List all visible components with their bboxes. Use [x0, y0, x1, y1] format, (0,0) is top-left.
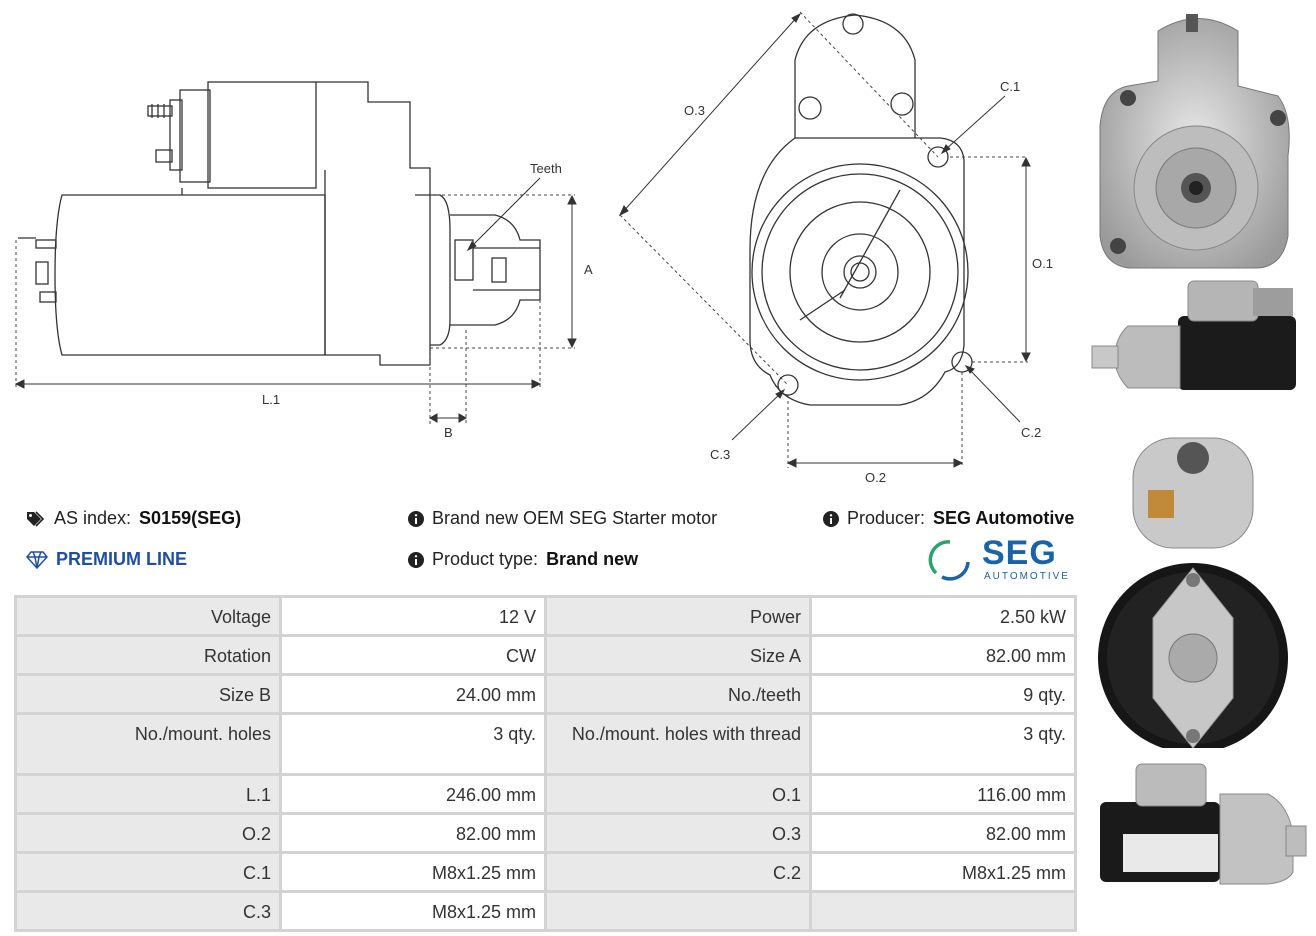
spec-key: Voltage [17, 598, 279, 634]
spec-value: M8x1.25 mm [282, 893, 544, 929]
seg-logo-name: SEG [982, 534, 1057, 572]
producer: Producer: SEG Automotive [823, 508, 1074, 529]
label-a: A [584, 262, 593, 277]
seg-logo: SEG AUTOMOTIVE [928, 534, 1070, 584]
product-photo-label [1100, 763, 1307, 885]
spec-key: C.2 [547, 854, 809, 890]
front-view-drawing: O.3 C.1 O.1 C.2 C.3 O.2 [618, 11, 1053, 485]
producer-value: SEG Automotive [933, 508, 1075, 528]
label-l1: L.1 [262, 392, 280, 407]
spec-key: O.2 [17, 815, 279, 851]
spec-key: No./mount. holes [17, 715, 279, 773]
product-type: Product type: Brand new [408, 549, 638, 570]
spec-value: M8x1.25 mm [282, 854, 544, 890]
description: Brand new OEM SEG Starter motor [408, 508, 717, 529]
spec-value: 116.00 mm [812, 776, 1074, 812]
spec-key: C.1 [17, 854, 279, 890]
spec-value: 3 qty. [282, 715, 544, 773]
spec-key: Rotation [17, 637, 279, 673]
label-o1: O.1 [1032, 256, 1053, 271]
spec-key: O.3 [547, 815, 809, 851]
spec-key: Power [547, 598, 809, 634]
as-index-value: S0159(SEG) [139, 508, 242, 528]
label-c3: C.3 [710, 447, 730, 462]
spec-value [812, 893, 1074, 929]
label-b: B [444, 425, 453, 440]
product-photo-rear [1098, 437, 1288, 748]
spec-key [547, 893, 809, 929]
premium-text: PREMIUM LINE [56, 549, 188, 569]
spec-value: 82.00 mm [812, 637, 1074, 673]
spec-value: 3 qty. [812, 715, 1074, 773]
spec-value: 246.00 mm [282, 776, 544, 812]
label-o3: O.3 [684, 103, 705, 118]
side-view-drawing: Teeth A L.1 B [14, 81, 593, 440]
product-type-value: Brand new [546, 549, 639, 569]
label-c2: C.2 [1021, 425, 1041, 440]
tag-icon [27, 510, 45, 527]
spec-value: 82.00 mm [812, 815, 1074, 851]
product-photo-front [1099, 14, 1290, 269]
product-type-label: Product type: [432, 549, 539, 569]
info-icon [823, 510, 839, 527]
spec-value: 9 qty. [812, 676, 1074, 712]
spec-value: 82.00 mm [282, 815, 544, 851]
label-o2: O.2 [865, 470, 886, 485]
spec-key: Size B [17, 676, 279, 712]
spec-value: CW [282, 637, 544, 673]
as-index: AS index: S0159(SEG) [26, 508, 241, 529]
as-index-label: AS index: [54, 508, 132, 528]
spec-key: Size A [547, 637, 809, 673]
spec-key: No./teeth [547, 676, 809, 712]
premium-line: PREMIUM LINE [26, 549, 187, 570]
spec-key: No./mount. holes with thread [547, 715, 809, 773]
description-text: Brand new OEM SEG Starter motor [432, 508, 718, 528]
diamond-icon [26, 550, 48, 569]
spec-key: L.1 [17, 776, 279, 812]
info-icon [408, 510, 424, 527]
spec-value: M8x1.25 mm [812, 854, 1074, 890]
spec-value: 12 V [282, 598, 544, 634]
producer-label: Producer: [847, 508, 926, 528]
spec-value: 24.00 mm [282, 676, 544, 712]
seg-logo-mark [928, 540, 970, 581]
product-photo-side [1091, 280, 1296, 390]
seg-logo-sub: AUTOMOTIVE [984, 571, 1070, 582]
spec-key: C.3 [17, 893, 279, 929]
info-icon [408, 551, 424, 568]
spec-key: O.1 [547, 776, 809, 812]
label-c1: C.1 [1000, 79, 1020, 94]
label-teeth: Teeth [530, 161, 562, 176]
spec-value: 2.50 kW [812, 598, 1074, 634]
